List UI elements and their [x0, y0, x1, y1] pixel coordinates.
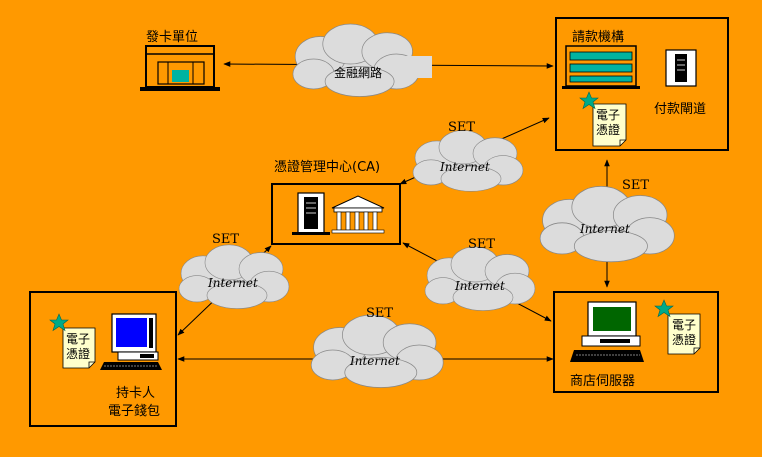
financial-network-label: 金融網路: [334, 66, 383, 80]
internet-label-cardholder-merchant: Internet: [350, 354, 400, 368]
card-issuer-label: 發卡單位: [146, 30, 199, 45]
merchant-star-icon: [654, 299, 674, 318]
set-label-acquirer-merchant: SET: [622, 178, 650, 193]
acquirer-star-icon: [579, 91, 599, 110]
ca-label: 憑證管理中心(CA): [274, 160, 381, 175]
acquirer-label: 請款機構: [572, 30, 625, 45]
acquirer-cert-label: 電子 憑證: [596, 108, 620, 138]
payment-gateway-label: 付款閘道: [654, 102, 707, 117]
cardholder-computer-icon: [100, 313, 162, 370]
acquirer-box: [555, 17, 729, 151]
set-label-cardholder-ca: SET: [212, 232, 240, 247]
acquirer-cert-line1: 電子: [596, 108, 621, 122]
ca-bank-building-icon: [331, 195, 385, 234]
merchant-cert-line2: 憑證: [672, 333, 697, 347]
cloud-financial-network-tail: [398, 56, 432, 78]
cardholder-box: [29, 291, 177, 427]
acquirer-cert-line2: 憑證: [596, 123, 621, 137]
internet-label-ca-acquirer: Internet: [440, 160, 490, 174]
merchant-box: [553, 291, 719, 393]
ca-box: [271, 183, 401, 245]
payment-gateway-server-icon: [665, 49, 697, 87]
cardholder-certificate-icon: [62, 327, 96, 369]
cardholder-label-line2: 電子錢包: [108, 404, 161, 419]
set-label-ca-merchant: SET: [468, 237, 496, 252]
merchant-cert-label: 電子 憑證: [672, 318, 696, 348]
set-label-cardholder-merchant: SET: [366, 306, 394, 321]
acquirer-building-icon: [562, 45, 640, 89]
cardholder-cert-label: 電子 憑證: [66, 332, 90, 362]
set-label-ca-acquirer: SET: [448, 120, 476, 135]
cardholder-cert-line2: 憑證: [66, 347, 91, 361]
merchant-certificate-icon: [667, 313, 701, 355]
cardholder-cert-line1: 電子: [66, 332, 91, 346]
merchant-computer-icon: [570, 301, 644, 362]
merchant-label: 商店伺服器: [570, 374, 636, 389]
internet-label-cardholder-ca: Internet: [208, 276, 258, 290]
cardholder-label-line1: 持卡人: [116, 386, 156, 401]
ca-server-icon: [292, 192, 330, 235]
internet-label-ca-merchant: Internet: [455, 279, 505, 293]
internet-label-acquirer-merchant: Internet: [580, 222, 630, 236]
card-issuer-building-icon: [140, 45, 220, 91]
merchant-cert-line1: 電子: [672, 318, 697, 332]
cardholder-star-icon: [49, 313, 69, 332]
cloud-internet-cardholder-merchant: [310, 314, 444, 389]
acquirer-certificate-icon: [592, 103, 627, 147]
